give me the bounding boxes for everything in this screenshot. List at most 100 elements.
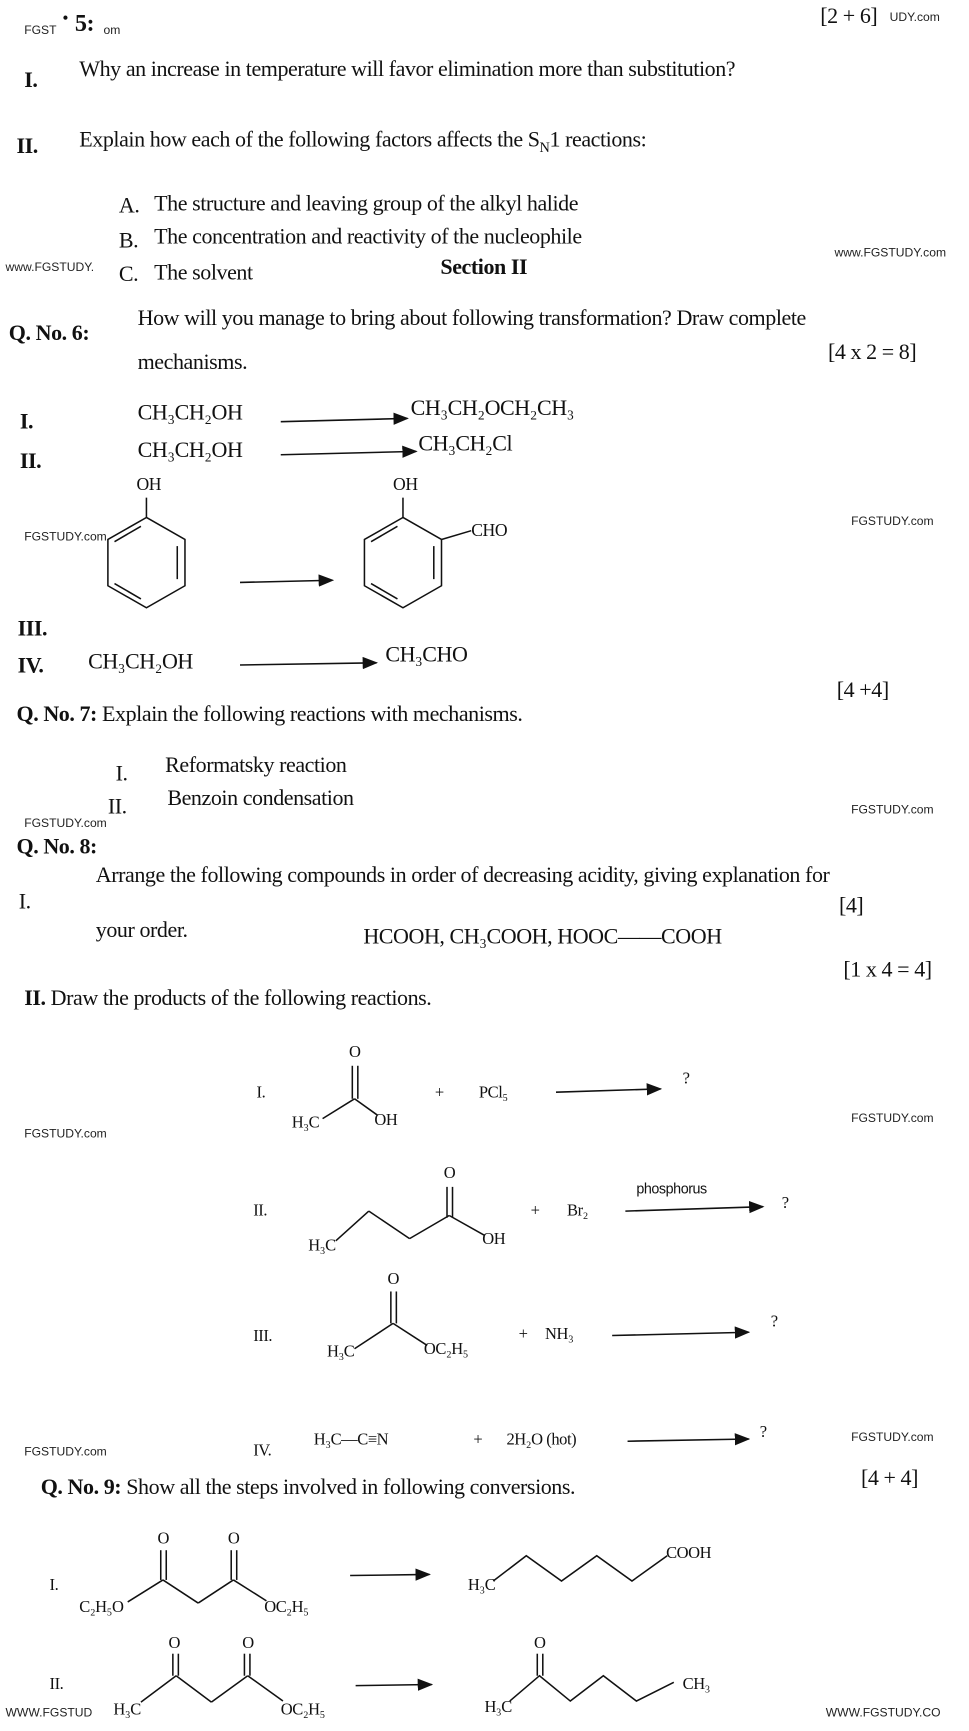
product: CH₃CH₂Cl	[418, 431, 513, 456]
text: Explain how each of the following factor…	[79, 127, 540, 152]
arrow-icon	[350, 1568, 431, 1581]
plus: +	[530, 1202, 540, 1220]
arrow-icon	[627, 1433, 751, 1446]
item-text: Reformatsky reaction	[165, 753, 347, 778]
question-text: Arrange the following compounds in order…	[95, 863, 830, 888]
item-number: III.	[17, 616, 48, 641]
question-label: Q. No. 9:	[40, 1475, 122, 1500]
product-unknown: ?	[759, 1423, 767, 1442]
marks: [1 x 4 = 4]	[843, 957, 932, 983]
question-label: Q. No. 8:	[16, 834, 98, 859]
arrow-icon	[239, 574, 335, 587]
oxygen-label: O	[443, 1164, 456, 1183]
reactant: H₃C—C≡N	[313, 1431, 389, 1449]
question-text: Draw the products of the following react…	[50, 986, 432, 1011]
question-text: mechanisms.	[137, 350, 248, 375]
reagent: NH₃	[544, 1325, 574, 1344]
subscript: N	[539, 138, 550, 156]
plus: +	[473, 1431, 483, 1449]
item-number: IV.	[17, 653, 44, 679]
watermark: FGSTUDY.com	[851, 803, 934, 817]
reactant: CH₃CH₂OH	[137, 438, 243, 463]
acetic-acid-structure	[322, 1065, 379, 1120]
methyl-label: H₃C	[113, 1701, 141, 1719]
ethyl-acetoacetate-structure	[140, 1653, 284, 1703]
factor-letter: B.	[118, 229, 139, 254]
question-label: Q. No. 7:	[16, 702, 98, 727]
marks: [2 + 6]	[820, 4, 878, 29]
item-number: I.	[24, 68, 38, 93]
methyl-label: CH₃	[682, 1675, 711, 1694]
salicylaldehyde-structure	[363, 497, 472, 609]
product-unknown: ?	[770, 1313, 778, 1332]
item-number: II.	[107, 794, 127, 820]
conversion-number: I.	[49, 1576, 59, 1595]
arrow-icon	[280, 412, 409, 425]
watermark: FGSTUDY.com	[24, 1445, 107, 1459]
methyl-label: H₃C	[484, 1698, 512, 1717]
item-number: I.	[18, 889, 31, 914]
text: 1 reactions:	[549, 127, 647, 152]
question-line: Q. No. 7: Explain the following reaction…	[17, 702, 523, 727]
reactant: CH₃CH₂OH	[137, 400, 243, 425]
reaction-number: IV.	[253, 1442, 272, 1460]
marks: [4]	[838, 894, 864, 919]
butanoic-acid-structure	[335, 1186, 485, 1242]
question-line: Q. No. 9: Show all the steps involved in…	[40, 1475, 576, 1500]
product-unknown: ?	[682, 1070, 690, 1088]
aldehyde-label: CHO	[471, 521, 508, 541]
reagent: 2H₂O (hot)	[506, 1431, 577, 1449]
ethoxy-label: OC₂H₅	[280, 1701, 326, 1719]
dot: •	[62, 11, 68, 28]
methyl-label: H₃C	[326, 1343, 355, 1361]
compounds: HCOOH, CH₃COOH, HOOC——COOH	[363, 924, 722, 950]
section-title: Section II	[440, 255, 528, 280]
question-text: How will you manage to bring about follo…	[137, 306, 807, 331]
oxygen-label: O	[533, 1634, 546, 1653]
ethoxy-label: OC₂H₅	[423, 1341, 469, 1359]
oxygen-label: O	[157, 1530, 169, 1549]
methyl-label: H₃C	[308, 1237, 336, 1256]
marks: [4 + 4]	[860, 1466, 919, 1491]
oxygen-label: O	[242, 1634, 254, 1653]
factor-letter: C.	[118, 262, 139, 287]
oxygen-label: O	[168, 1634, 180, 1653]
item-number: II.	[16, 134, 39, 159]
watermark: UDY.com	[889, 11, 940, 25]
arrow-icon	[612, 1326, 751, 1339]
arrow-icon	[280, 445, 418, 458]
reaction-arrows	[239, 412, 765, 1691]
item-number: II.	[19, 449, 42, 474]
question-text: Explain the following reactions with mec…	[102, 702, 523, 727]
item-number: I.	[115, 761, 128, 787]
ethyl-acetate-structure	[354, 1291, 428, 1350]
marks: [4 +4]	[836, 678, 889, 703]
oxygen-label: O	[349, 1043, 361, 1062]
factor-letter: A.	[118, 193, 140, 218]
question-text: Show all the steps involved in following…	[126, 1475, 576, 1500]
methyl-label: H₃C	[467, 1576, 496, 1595]
item-number: II.	[24, 986, 46, 1011]
marks: [4 x 2 = 8]	[827, 340, 917, 365]
reactant: CH₃CH₂OH	[88, 649, 193, 674]
factor-text: The concentration and reactivity of the …	[154, 224, 582, 249]
watermark: www.FGSTUDY.	[5, 260, 95, 275]
reaction-number: III.	[253, 1327, 273, 1346]
hexanone-structure	[509, 1653, 675, 1703]
diethyl-malonate-structure	[127, 1550, 267, 1604]
product: CH₃CHO	[385, 642, 468, 668]
factor-text: The solvent	[154, 260, 253, 286]
reaction-number: I.	[256, 1084, 266, 1103]
plus: +	[518, 1325, 528, 1344]
oxygen-label: O	[387, 1270, 400, 1289]
question-text: Explain how each of the following factor…	[79, 128, 646, 157]
methyl-label: H₃C	[291, 1114, 320, 1132]
hexanoic-acid-structure	[492, 1554, 668, 1582]
question-text: Why an increase in temperature will favo…	[79, 57, 736, 82]
item-text: Benzoin condensation	[167, 786, 354, 811]
reaction-number: II.	[253, 1202, 268, 1220]
arrow-icon	[240, 656, 379, 670]
hydroxyl-label: OH	[136, 475, 162, 495]
arrow-icon	[625, 1200, 765, 1214]
